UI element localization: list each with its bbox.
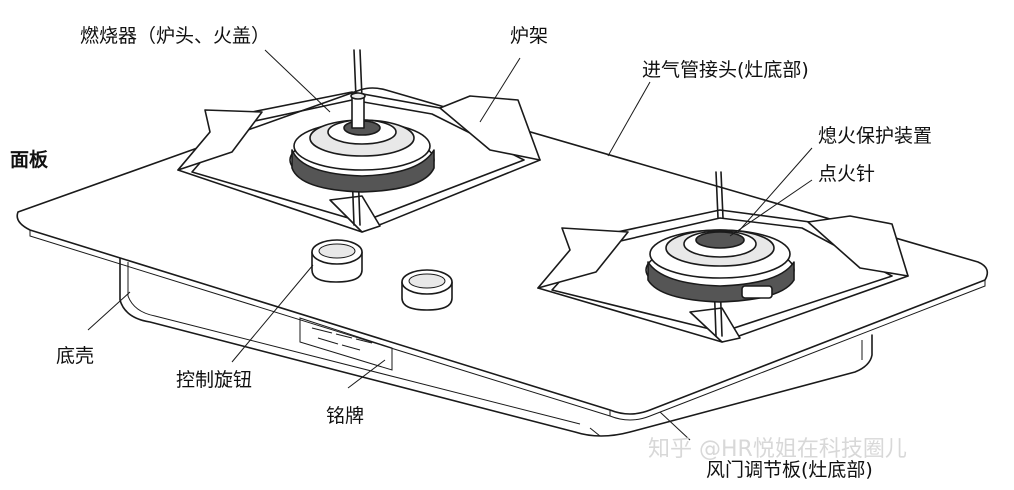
label-panel: 面板 — [10, 148, 49, 171]
control-knob-right — [401, 269, 453, 311]
burner-left — [289, 92, 435, 193]
label-air-door: 风门调节板(灶底部) — [706, 459, 873, 481]
label-nameplate: 铭牌 — [326, 405, 364, 427]
leader-lines — [87, 49, 813, 441]
label-igniter: 点火针 — [818, 163, 875, 185]
burner-right — [645, 229, 795, 303]
control-knob-left — [311, 239, 363, 283]
watermark: 知乎 @HR悦姐在科技圈儿 — [648, 437, 907, 462]
nameplate-plate — [299, 317, 393, 371]
pan-support-left — [177, 49, 541, 233]
label-flame-protection: 熄火保护装置 — [818, 125, 932, 147]
label-gas-inlet: 进气管接头(灶底部) — [642, 59, 809, 81]
label-control-knob: 控制旋钮 — [176, 369, 252, 391]
label-burner: 燃烧器（炉头、火盖） — [80, 25, 270, 47]
panel — [16, 87, 989, 421]
label-pan-support: 炉架 — [510, 25, 548, 47]
label-bottom-shell: 底壳 — [56, 345, 94, 367]
pan-support-right — [537, 171, 909, 343]
